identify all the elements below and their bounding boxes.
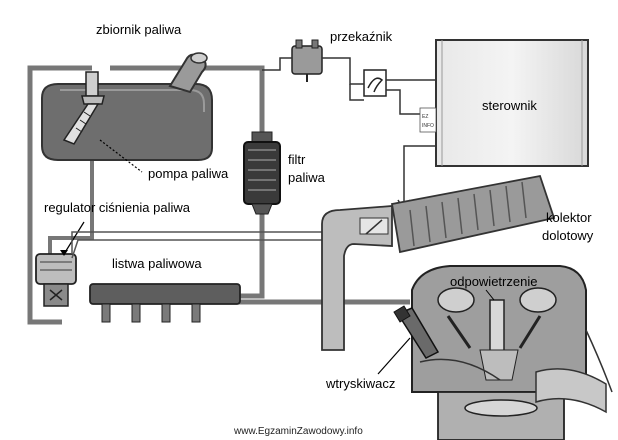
regulator-pointer bbox=[63, 221, 85, 255]
fuse-symbol bbox=[363, 69, 387, 97]
watermark: www.EgzaminZawodowy.info bbox=[233, 426, 363, 437]
label-intake-manifold-1: kolektor bbox=[546, 210, 592, 225]
stamp-line-2: INFO bbox=[422, 123, 434, 129]
injector bbox=[393, 305, 440, 359]
controller bbox=[435, 39, 589, 167]
wiring bbox=[262, 57, 436, 212]
label-intake-manifold-2: dolotowy bbox=[542, 228, 594, 243]
label-fuel-filter-1: filtr bbox=[288, 152, 306, 167]
label-relay: przekaźnik bbox=[330, 29, 393, 44]
fuel-filter bbox=[243, 131, 281, 215]
label-fuel-pump: pompa paliwa bbox=[148, 166, 229, 181]
label-pressure-regulator: regulator ciśnienia paliwa bbox=[44, 200, 191, 215]
label-injector: wtryskiwacz bbox=[325, 376, 395, 391]
label-fuel-filter-2: paliwa bbox=[288, 170, 326, 185]
label-fuel-tank: zbiornik paliwa bbox=[96, 22, 182, 37]
label-controller: sterownik bbox=[482, 98, 537, 113]
relay bbox=[291, 39, 323, 82]
stamp-line-1: EZ bbox=[422, 114, 428, 120]
injector-pointer bbox=[377, 337, 411, 375]
engine-head bbox=[411, 265, 613, 440]
intake-manifold bbox=[321, 174, 556, 351]
fuel-pump bbox=[62, 71, 105, 145]
pressure-regulator bbox=[35, 253, 77, 307]
pump-pointer bbox=[99, 139, 143, 173]
fuel-return-line bbox=[27, 65, 92, 325]
fuel-rail bbox=[89, 283, 241, 323]
label-vent: odpowietrzenie bbox=[450, 274, 537, 289]
label-fuel-rail: listwa paliwowa bbox=[112, 256, 202, 271]
vent-pointer bbox=[485, 289, 495, 301]
regulator-return-line bbox=[48, 100, 94, 258]
stamp: EZ INFO bbox=[419, 107, 437, 133]
vacuum-line bbox=[71, 225, 339, 259]
regulator-pointer-head bbox=[60, 250, 68, 256]
